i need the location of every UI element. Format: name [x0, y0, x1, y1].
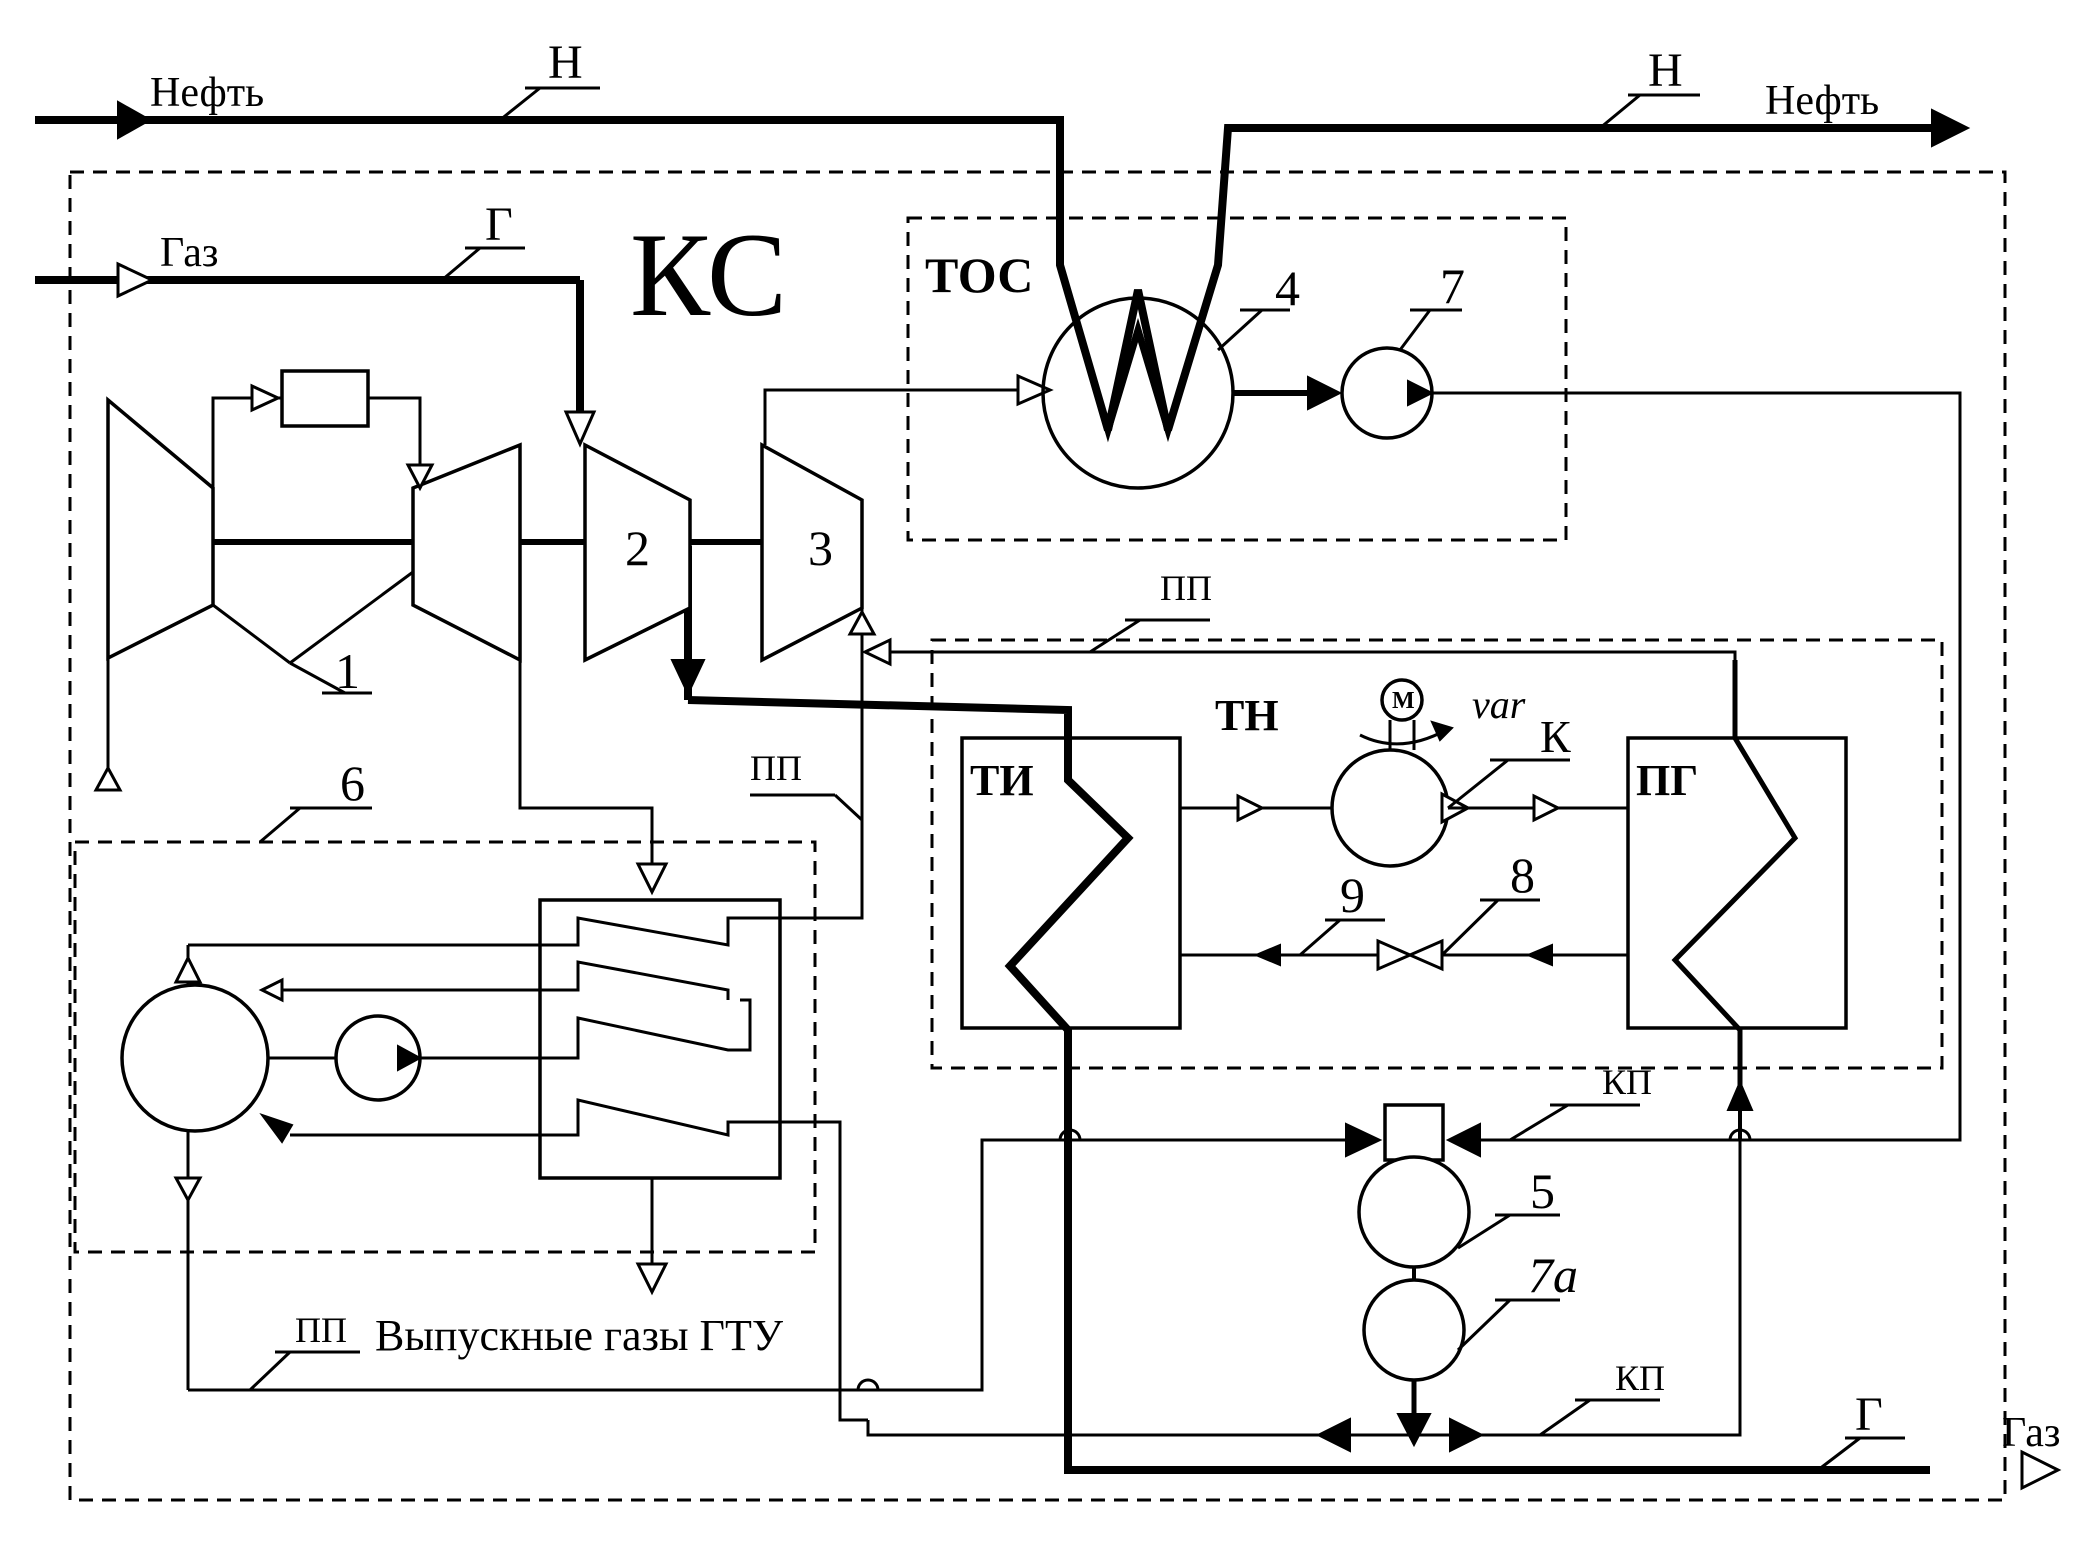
gas-line-label-bottom: Г	[1855, 1388, 1883, 1441]
k-label: К	[1540, 711, 1571, 762]
gas-in-label: Газ	[160, 230, 218, 276]
turbine-5-inlet	[1385, 1105, 1443, 1160]
valve-8	[1378, 941, 1410, 969]
number-7: 7	[1440, 258, 1465, 314]
oil-line-label-left: Н	[548, 36, 583, 89]
number-8: 8	[1510, 847, 1535, 903]
number-6: 6	[340, 755, 365, 811]
number-4: 4	[1275, 260, 1300, 316]
number-7a: 7а	[1528, 1247, 1578, 1303]
pp-label-top: ПП	[1160, 568, 1212, 608]
turbine-5	[1359, 1157, 1469, 1267]
number-5: 5	[1530, 1163, 1555, 1219]
oil-line-label-right: Н	[1648, 44, 1683, 97]
kp-label-bottom: КП	[1615, 1358, 1665, 1398]
gtu-unit-1	[96, 371, 585, 790]
gas-line-label-top: Г	[485, 198, 513, 251]
gas-out-label: Газ	[2002, 1410, 2060, 1456]
number-1: 1	[335, 643, 360, 699]
pg-label: ПГ	[1636, 756, 1698, 805]
exhaust-caption: Выпускные газы ГТУ	[375, 1311, 784, 1360]
var-label: var	[1472, 682, 1526, 727]
number-3: 3	[808, 520, 833, 576]
boiler-drum	[122, 985, 268, 1131]
ks-label: КС	[630, 208, 787, 341]
number-2: 2	[625, 520, 650, 576]
motor-label: М	[1392, 688, 1415, 714]
oil-out-label: Нефть	[1765, 78, 1879, 124]
tn-label: ТН	[1215, 691, 1279, 740]
oil-in-label: Нефть	[150, 70, 264, 116]
pp-label-mid: ПП	[750, 748, 802, 788]
pump-7a	[1364, 1280, 1464, 1380]
ti-label: ТИ	[970, 756, 1034, 805]
number-9: 9	[1340, 867, 1365, 923]
compressor-k	[1332, 750, 1448, 866]
tos-label: ТОС	[925, 247, 1033, 303]
tn-boundary	[932, 640, 1942, 1068]
pp-label-bottom: ПП	[295, 1310, 347, 1350]
kp-label-top: КП	[1602, 1062, 1652, 1102]
